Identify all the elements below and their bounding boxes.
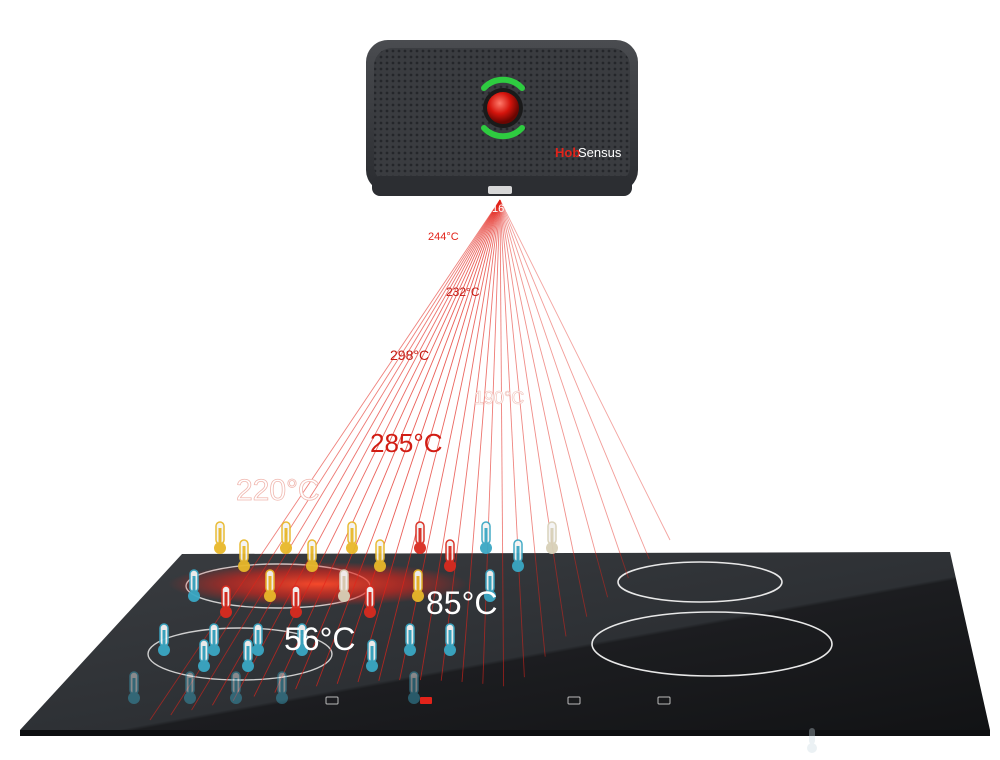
thermometer-icon [188,569,200,602]
thermometer-icon [404,623,416,656]
touch-control-1[interactable] [325,696,339,705]
laser-beam [170,199,501,716]
beam-temp-244: 244°C [428,231,459,243]
thermometer-icon [208,623,220,656]
beam-temp-232: 232°C [446,285,480,299]
laser-beam [499,199,588,617]
laser-beam [274,199,501,693]
beam-temp-285: 285°C [370,428,443,458]
laser-beam [440,199,501,681]
hob-temp-56: 56°C [284,621,356,657]
thermometer-icon [414,521,426,554]
laser-beam [499,199,525,678]
touch-control-3[interactable] [567,696,581,705]
hob-temp-85: 85°C [426,585,498,621]
laser-beam [499,199,609,598]
thermometer-icon [290,585,302,618]
thermometer-icon [252,623,264,656]
sensor-device: Hob Sensus [366,40,638,196]
thermometer-icon [444,539,456,572]
beam-temp-220: 220°C [236,474,320,507]
laser-beam [357,199,501,683]
beam-temp-190: 190°C [474,388,524,408]
thermometer-icon [484,569,496,602]
thermometer-icon [408,671,420,704]
thermometer-icon [338,569,350,602]
thermometer-icon [374,539,386,572]
laser-beam [315,199,501,687]
brand-sensus: Sensus [578,145,622,160]
laser-beam [191,199,501,711]
hob [20,552,990,736]
thermometer-icon [444,623,456,656]
thermometer-icon [412,569,424,602]
laser-beam [212,199,501,706]
thermometer-icon [306,539,318,572]
brand-hob: Hob [555,145,580,160]
thermometer-icon [238,539,250,572]
thermometer-icon [280,521,292,554]
burner-ring-rear-right [617,561,783,603]
thermometer-icon [366,639,378,672]
laser-beam [336,199,501,684]
laser-beam [499,199,650,560]
burner-ring-front-right [591,611,833,677]
touch-control-4[interactable] [657,696,671,705]
thermometer-icon [546,521,558,554]
laser-beam [482,199,501,684]
thermometer-icon [364,585,376,618]
thermometer-icon [184,671,196,704]
sensor-reading-label: 167°C [492,203,523,215]
thermometer-icon [480,521,492,554]
status-ring-bottom-icon [481,125,525,140]
laser-beam [378,199,501,681]
laser-beam [499,199,505,687]
thermometer-icon [512,539,524,572]
thermometer-icon [296,623,308,656]
thermometer-icon [220,585,232,618]
hob-edge [20,730,990,736]
thermometer-icon [346,521,358,554]
device-lens [488,186,512,194]
thermometer-icon [214,521,226,554]
beam-labels: 167°C 244°C 232°C 298°C 190°C 285°C 220°… [236,203,525,507]
laser-beam [499,199,629,579]
thermometer-icon [230,671,242,704]
thermometer-icon [128,671,140,704]
status-ring-top-icon [481,76,525,91]
hot-zone-glow [168,562,468,606]
indicator-led-icon [487,92,519,124]
thermometer-icon [276,671,288,704]
laser-beam [149,199,501,721]
reflection-thermometer-icon [807,728,817,753]
beam-temp-298: 298°C [390,347,429,363]
thermometer-icon [242,639,254,672]
burner-ring-front-left [147,627,333,681]
thermometer-grid [128,521,558,704]
thermometer-icon [264,569,276,602]
touch-control-2[interactable] [420,697,432,704]
laser-beam [295,199,501,690]
laser-beam [232,199,501,701]
thermometer-icon [158,623,170,656]
laser-beam [499,199,567,637]
laser-beam [499,199,671,541]
laser-beam [461,199,501,682]
thermometer-icon [198,639,210,672]
hob-labels: 85°C 56°C [284,585,498,657]
laser-beam [419,199,501,681]
laser-beam [499,199,546,657]
